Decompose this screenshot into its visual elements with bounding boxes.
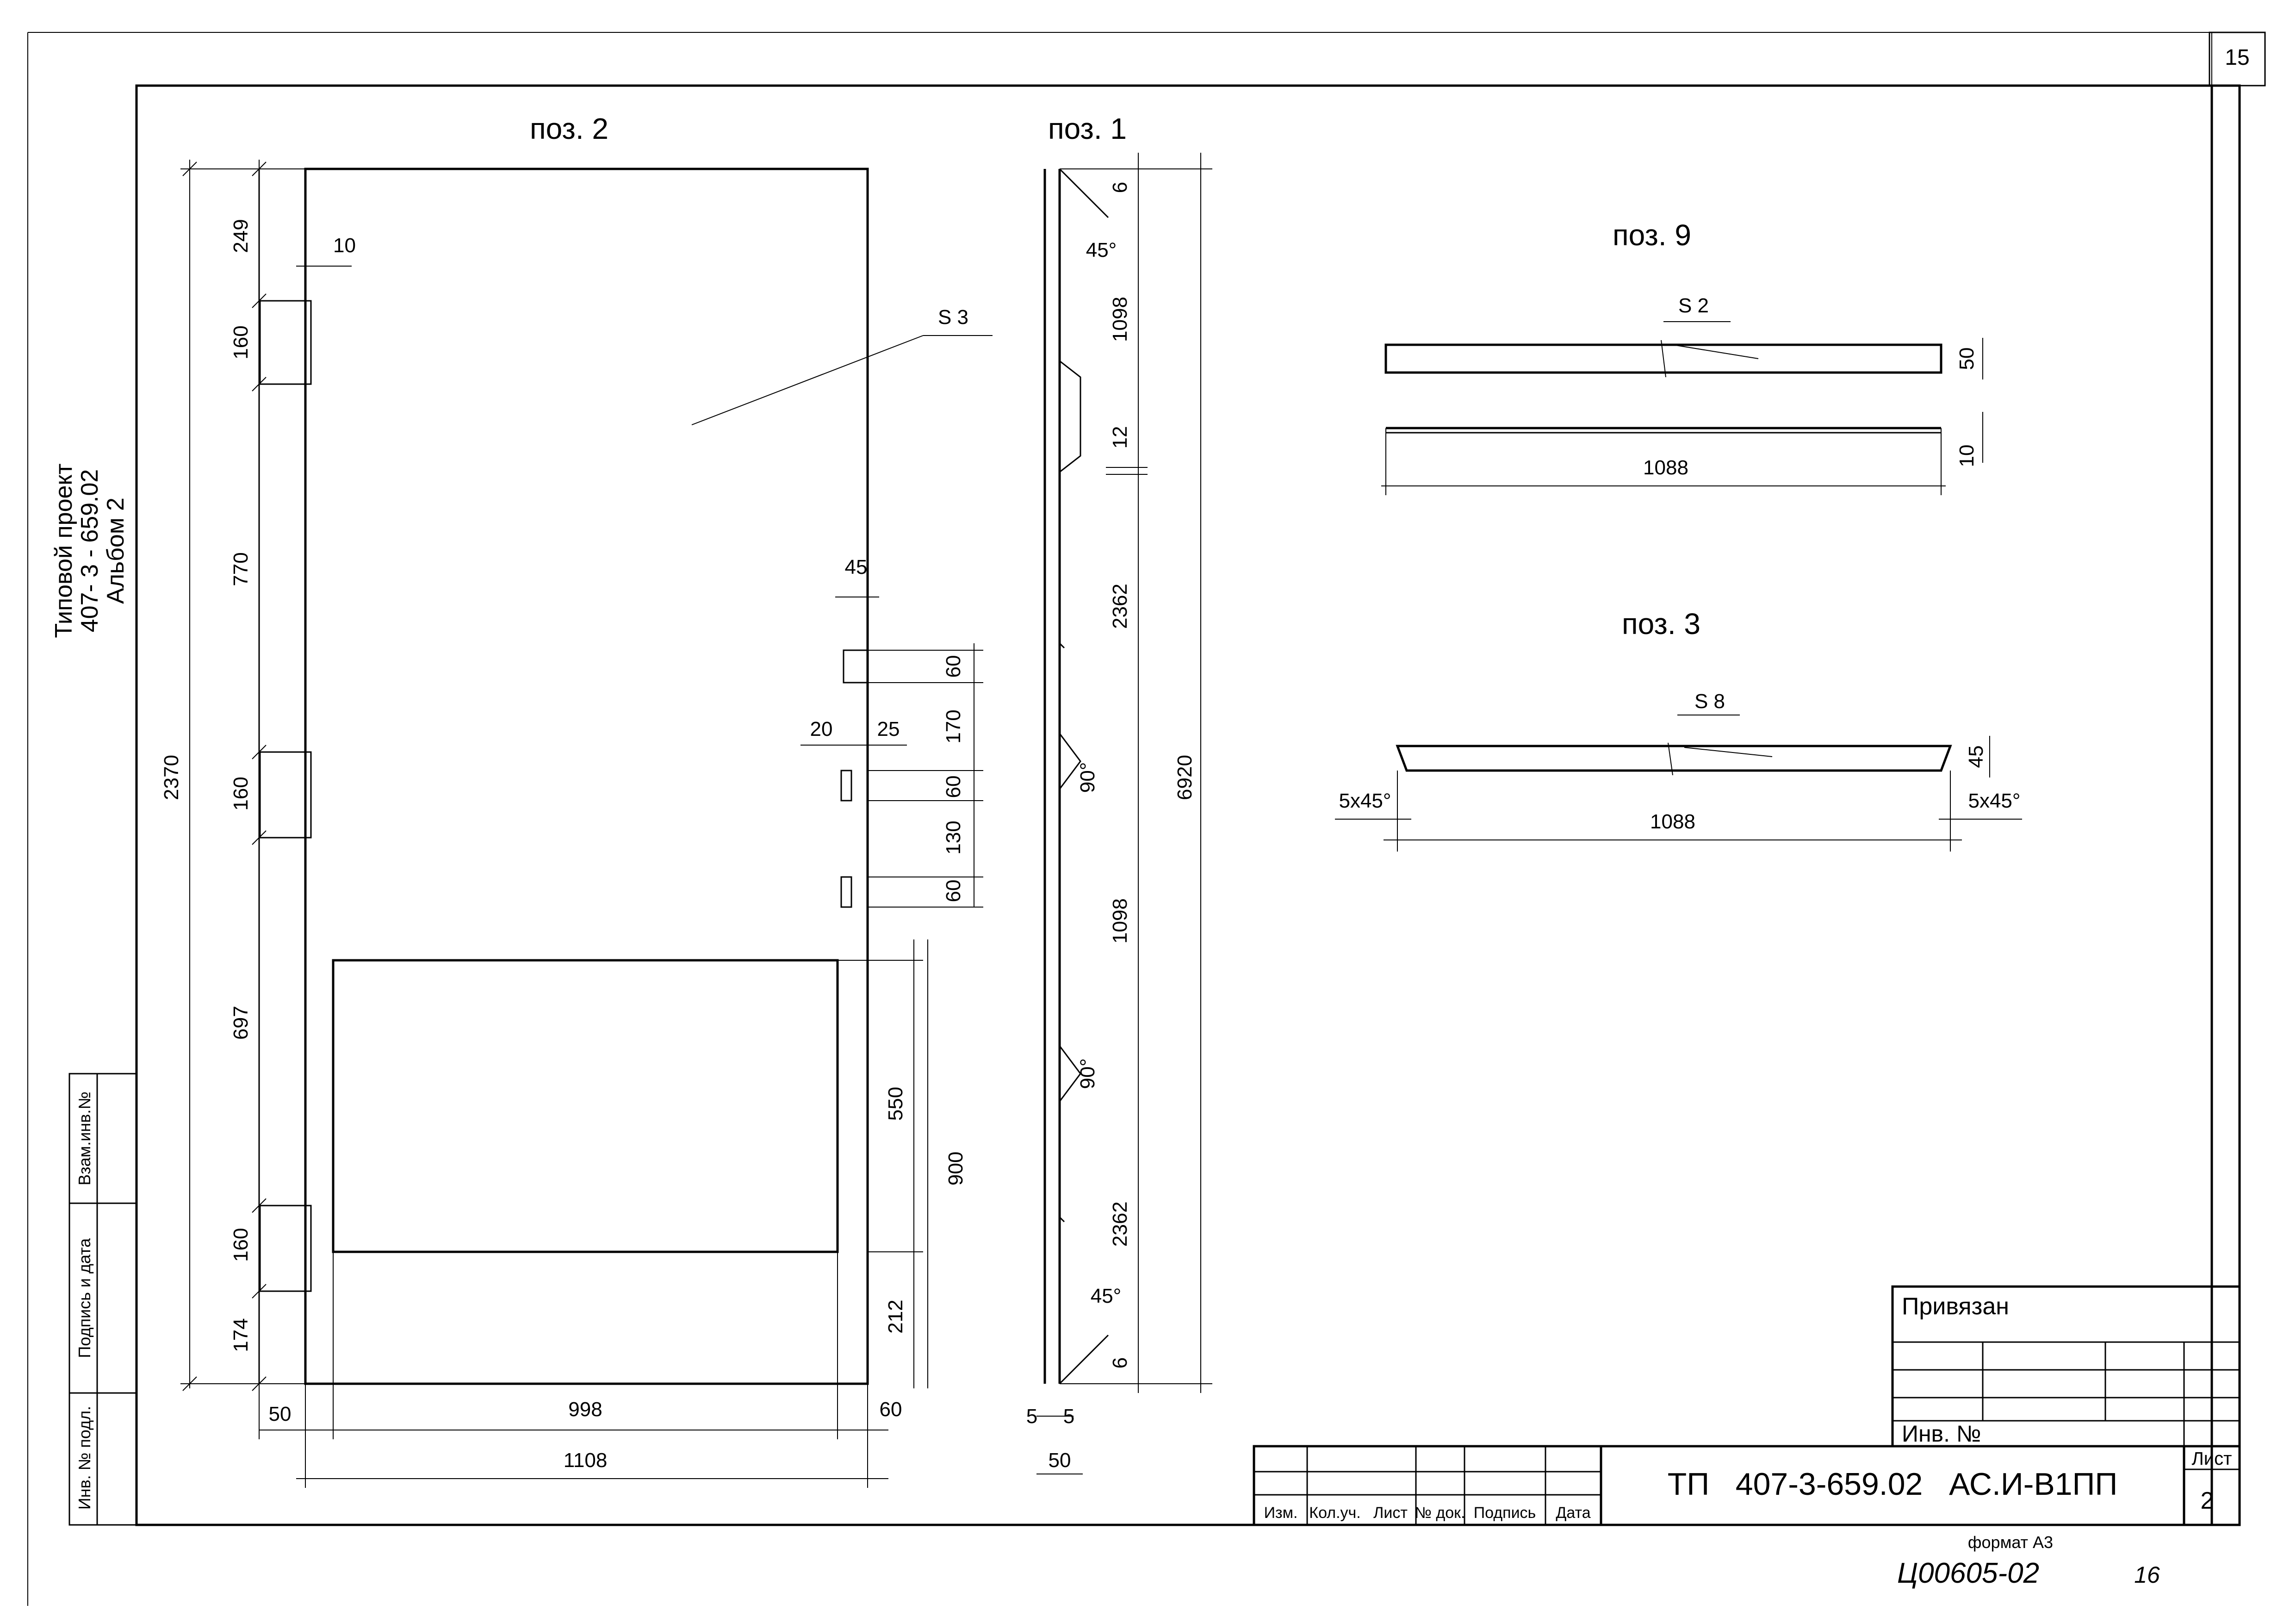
pos1-dim-5a: 5 xyxy=(1026,1405,1037,1428)
pos1-angle-45a: 45° xyxy=(1086,239,1117,261)
tb-col-kolvo: Кол.уч. xyxy=(1309,1504,1360,1522)
tb-designation: ТП 407-3-659.02 АС.И-В1ПП xyxy=(1668,1467,2118,1502)
pos2-material: S 3 xyxy=(938,306,968,329)
pos2-dim-10: 10 xyxy=(333,234,356,257)
pos2-dim-160a: 160 xyxy=(230,325,252,359)
pos3-dim-45: 45 xyxy=(1965,746,1987,768)
side-stamp: Взам.инв.№ Подпись и дата Инв. № подл. xyxy=(68,1073,137,1526)
pos2-dim-r60a: 60 xyxy=(942,655,965,678)
pos2-dim-r170: 170 xyxy=(942,709,965,743)
pos2-dim-160b: 160 xyxy=(230,777,252,810)
pos1-dim-6920: 6920 xyxy=(1173,755,1196,800)
project-number: 407- 3 - 659.02 xyxy=(76,469,103,633)
sheet-number: 15 xyxy=(2225,45,2249,70)
pos9-title: поз. 9 xyxy=(1613,218,1691,252)
tb-col-data: Дата xyxy=(1556,1504,1590,1522)
pos3-chamfer-right: 5х45° xyxy=(1968,790,2020,812)
pos3-drawing: поз. 3 S 8 45 1088 5х45° 5х45° xyxy=(1335,607,2022,852)
pos9-dim-10: 10 xyxy=(1955,445,1978,467)
pos1-angle-90b: 90° xyxy=(1076,1058,1099,1089)
tb-col-list: Лист xyxy=(1373,1504,1408,1522)
pos2-dim-550: 550 xyxy=(884,1087,907,1120)
pos1-dim-50: 50 xyxy=(1049,1449,1071,1472)
album-number: Альбом 2 xyxy=(102,497,129,604)
pos2-dim-249: 249 xyxy=(230,219,252,253)
project-type: Типовой проект xyxy=(50,463,77,638)
pos9-drawing: поз. 9 S 2 50 1088 10 xyxy=(1381,218,1983,495)
pos2-dim-r130: 130 xyxy=(942,821,965,854)
tb-col-podpis: Подпись xyxy=(1474,1504,1536,1522)
sheet-frame xyxy=(27,31,2266,1606)
pos9-material: S 2 xyxy=(1678,294,1709,317)
pos2-dim-697: 697 xyxy=(230,1006,252,1039)
pos1-dim-5b: 5 xyxy=(1063,1405,1074,1428)
pos9-dim-1088: 1088 xyxy=(1643,456,1688,479)
pos1-dim-6b: 6 xyxy=(1109,1357,1131,1368)
stamp-signature-date: Подпись и дата xyxy=(75,1238,94,1358)
pos2-dim-174: 174 xyxy=(230,1318,252,1352)
pos2-dim-20: 20 xyxy=(810,718,833,740)
pos1-angle-45b: 45° xyxy=(1091,1285,1122,1307)
pos2-dim-212: 212 xyxy=(884,1300,907,1333)
pos2-dim-770: 770 xyxy=(230,552,252,586)
pos1-dim-2362b: 2362 xyxy=(1109,1201,1131,1247)
tb-col-izm: Изм. xyxy=(1264,1504,1298,1522)
stamp-replacement-inv: Взам.инв.№ xyxy=(75,1091,94,1185)
pos1-dim-1098b: 1098 xyxy=(1109,898,1131,944)
pos2-dim-b1108: 1108 xyxy=(564,1449,608,1472)
pos2-dim-900: 900 xyxy=(944,1151,967,1185)
tb-inv-no: Инв. № xyxy=(1902,1421,1981,1447)
pos2-dim-2370: 2370 xyxy=(160,755,183,800)
pos2-title: поз. 2 xyxy=(530,112,608,145)
title-block: Привязан Инв. № Изм. Кол.уч. Лист № док.… xyxy=(1253,1285,2241,1526)
stamp-original-inv: Инв. № подл. xyxy=(75,1406,94,1510)
project-side-text: Типовой проект 407- 3 - 659.02 Альбом 2 xyxy=(50,463,129,638)
tb-list-value: 2 xyxy=(2201,1487,2214,1514)
pos9-dim-50: 50 xyxy=(1955,348,1978,370)
pos3-chamfer-left: 5х45° xyxy=(1339,790,1391,812)
pos1-angle-90a: 90° xyxy=(1076,762,1099,793)
pos1-dim-12: 12 xyxy=(1109,426,1131,449)
pos2-dim-b50: 50 xyxy=(269,1403,292,1425)
pos1-dim-2362a: 2362 xyxy=(1109,584,1131,629)
pos3-material: S 8 xyxy=(1694,690,1725,713)
pos2-dim-160c: 160 xyxy=(230,1228,252,1262)
pos2-dim-b60: 60 xyxy=(880,1398,902,1421)
handwritten-page: 16 xyxy=(2134,1562,2160,1588)
tb-privyazan: Привязан xyxy=(1902,1293,2009,1320)
tb-col-doc: № док. xyxy=(1415,1504,1465,1522)
sheet-format: формат А3 xyxy=(1968,1533,2053,1552)
pos1-title: поз. 1 xyxy=(1048,112,1127,145)
pos2-drawing: поз. 2 S 3 xyxy=(160,112,993,1488)
tb-list-label: Лист xyxy=(2192,1449,2232,1469)
pos2-dim-45: 45 xyxy=(845,556,868,578)
pos2-dim-b998: 998 xyxy=(568,1398,602,1421)
pos2-dim-25: 25 xyxy=(877,718,900,740)
pos1-drawing: поз. 1 45° 90° 90° 45° 6 1098 12 2362 10… xyxy=(1026,112,1212,1474)
pos2-dim-r60b: 60 xyxy=(942,776,965,798)
pos1-dim-1098a: 1098 xyxy=(1109,297,1131,342)
pos3-title: поз. 3 xyxy=(1622,607,1700,640)
pos1-dim-6a: 6 xyxy=(1109,182,1131,193)
handwritten-code: Ц00605-02 xyxy=(1897,1557,2039,1589)
pos3-dim-1088: 1088 xyxy=(1650,810,1695,833)
pos2-dim-r60c: 60 xyxy=(942,880,965,902)
